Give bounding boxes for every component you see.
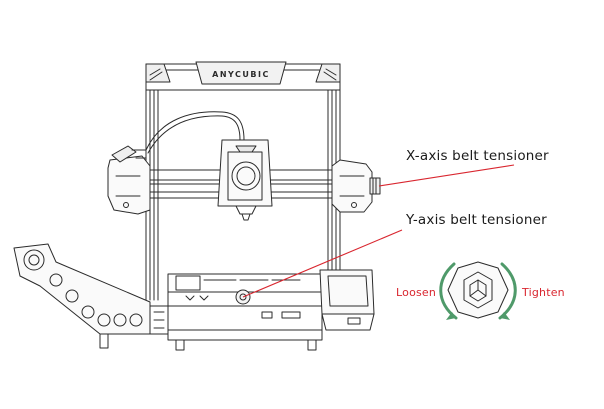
filament-arm [14,244,168,334]
screen-module [320,270,374,330]
brand-logo: ANYCUBIC [212,70,270,79]
print-head [218,140,272,220]
printer-base [168,274,322,340]
feet [100,334,316,350]
x-axis-belt-tensioner-label: X-axis belt tensioner [406,148,549,164]
tensioner-knob-icon [448,262,508,318]
y-axis-belt-tensioner-label: Y-axis belt tensioner [406,212,547,228]
loosen-label: Loosen [396,286,436,299]
x-callout-line [379,165,514,186]
tighten-label: Tighten [522,286,565,299]
